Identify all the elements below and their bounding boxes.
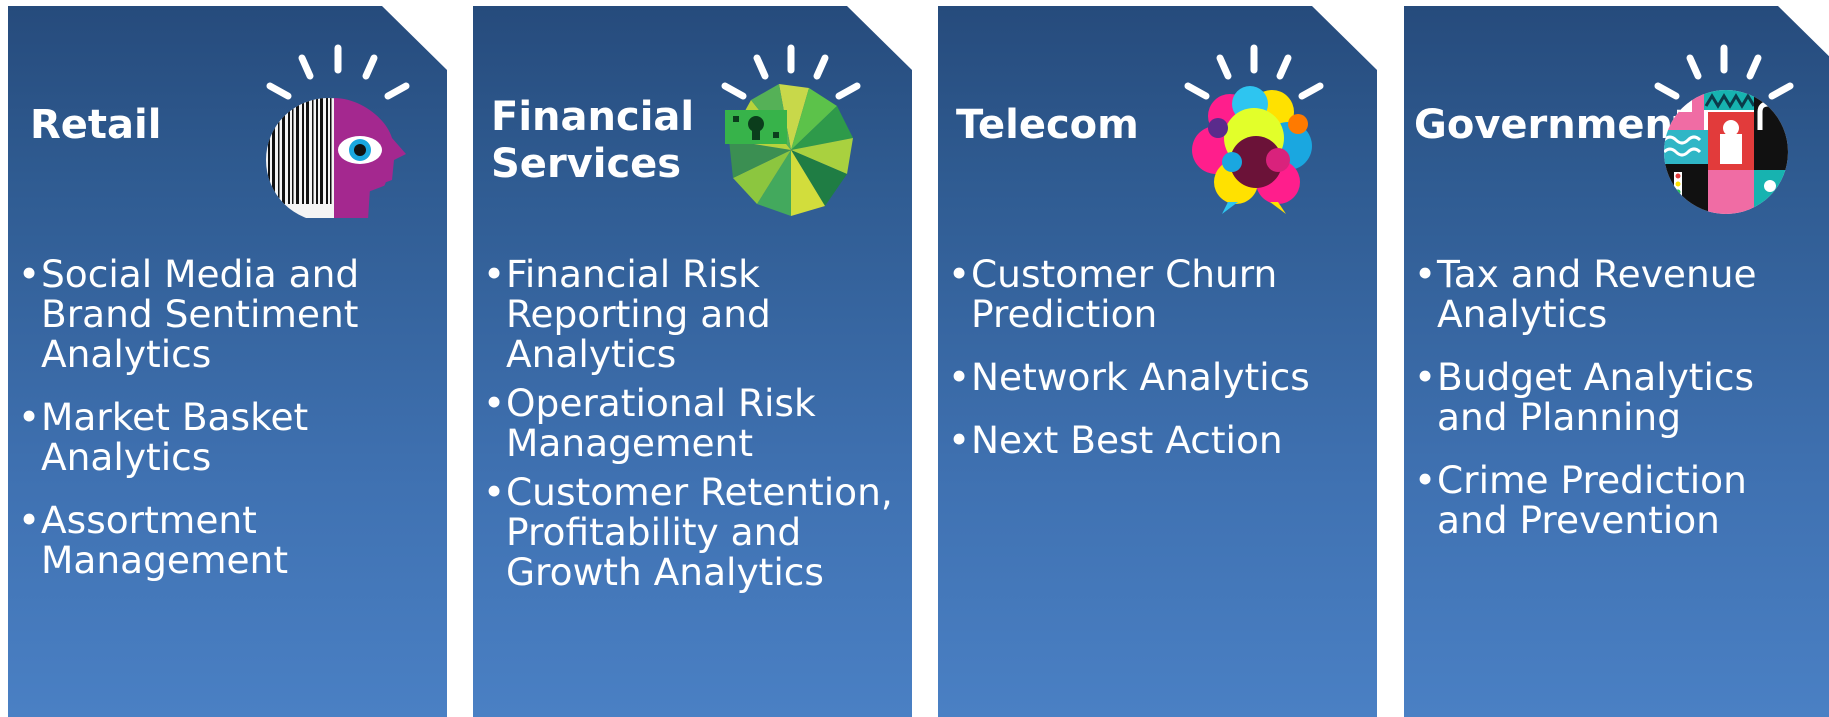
bullet-text: Assortment Management — [41, 498, 289, 582]
list-item: •Social Media and Brand Sentiment Analyt… — [18, 254, 439, 374]
retail-bullets: •Social Media and Brand Sentiment Analyt… — [18, 254, 439, 603]
bullet-text: Network Analytics — [971, 355, 1310, 399]
green-pinwheel-icon — [711, 42, 891, 218]
bullet-text: Customer Churn Prediction — [971, 252, 1278, 336]
bullet-marker: • — [18, 498, 41, 542]
list-item: •Tax and Revenue Analytics — [1414, 254, 1829, 334]
financial-services-card: Financial Services — [473, 6, 912, 717]
bullet-marker: • — [1414, 458, 1437, 502]
bullet-text: Market Basket Analytics — [41, 395, 309, 479]
telecom-card: Telecom •Cust — [938, 6, 1377, 717]
list-item: •Market Basket Analytics — [18, 397, 439, 477]
bullet-text: Budget Analytics and Planning — [1437, 355, 1755, 439]
city-mosaic-icon — [1634, 42, 1814, 218]
list-item: •Next Best Action — [948, 420, 1369, 460]
list-item: •Customer Retention, Profitability and G… — [483, 472, 904, 592]
bullet-marker: • — [483, 381, 506, 425]
retail-card: Retail — [8, 6, 447, 717]
bullet-text: Crime Prediction and Prevention — [1437, 458, 1747, 542]
bullet-marker: • — [483, 470, 506, 514]
telecom-bullets: •Customer Churn Prediction •Network Anal… — [948, 254, 1369, 483]
list-item: •Budget Analytics and Planning — [1414, 357, 1829, 437]
bullet-marker: • — [948, 252, 971, 296]
bullet-text: Customer Retention, Profitability and Gr… — [506, 470, 893, 594]
bullet-text: Financial Risk Reporting and Analytics — [506, 252, 771, 376]
list-item: •Operational Risk Management — [483, 383, 904, 463]
list-item: •Financial Risk Reporting and Analytics — [483, 254, 904, 374]
bullet-text: Social Media and Brand Sentiment Analyti… — [41, 252, 360, 376]
bullet-text: Next Best Action — [971, 418, 1283, 462]
bullet-text: Tax and Revenue Analytics — [1437, 252, 1757, 336]
government-card: Government — [1404, 6, 1829, 717]
bullet-marker: • — [1414, 355, 1437, 399]
government-bullets: •Tax and Revenue Analytics •Budget Analy… — [1414, 254, 1829, 563]
bullet-marker: • — [18, 395, 41, 439]
list-item: •Assortment Management — [18, 500, 439, 580]
bullet-marker: • — [1414, 252, 1437, 296]
list-item: •Customer Churn Prediction — [948, 254, 1369, 334]
card-title: Government — [1414, 102, 1693, 148]
bullet-marker: • — [948, 355, 971, 399]
card-title: Retail — [30, 102, 162, 148]
bullet-marker: • — [18, 252, 41, 296]
barcode-face-icon — [248, 42, 428, 218]
list-item: •Network Analytics — [948, 357, 1369, 397]
bullet-text: Operational Risk Management — [506, 381, 816, 465]
list-item: •Crime Prediction and Prevention — [1414, 460, 1829, 540]
bullet-marker: • — [483, 252, 506, 296]
speech-bubbles-icon — [1166, 42, 1346, 218]
card-title: Financial Services — [491, 94, 695, 187]
bullet-marker: • — [948, 418, 971, 462]
financial-bullets: •Financial Risk Reporting and Analytics … — [483, 254, 904, 615]
card-title: Telecom — [956, 102, 1139, 148]
